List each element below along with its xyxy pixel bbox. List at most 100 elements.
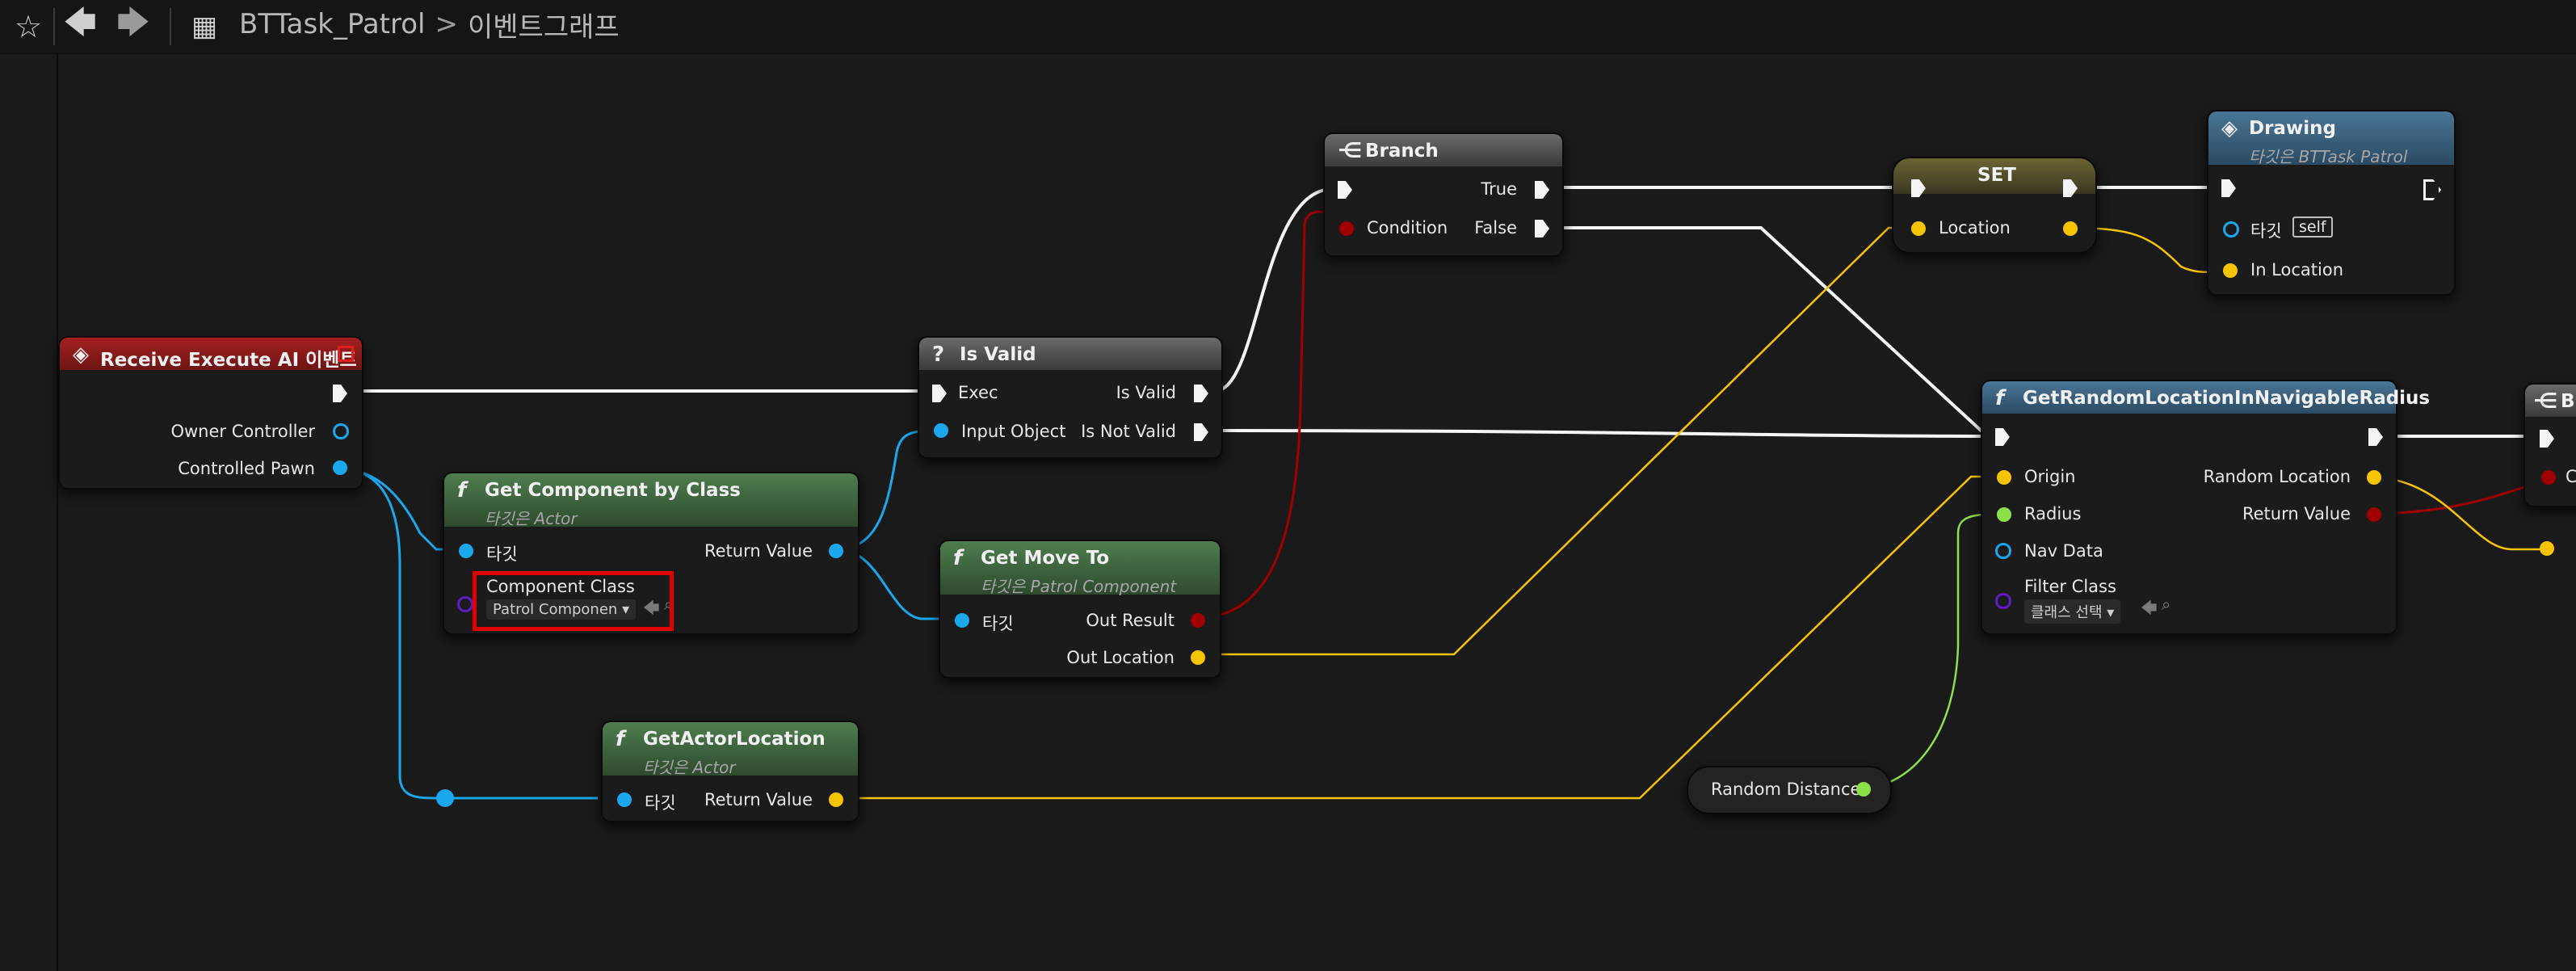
get-move-to-node[interactable]: f Get Move To 타깃은 Patrol Component 타깃 Ou… — [939, 540, 1221, 679]
toolbar-divider — [53, 8, 55, 45]
receive-execute-ai-node[interactable]: ◈ Receive Execute AI 이벤트 Owner Controlle… — [58, 336, 363, 490]
exec-input-pin[interactable] — [1995, 428, 2010, 446]
node-title: Receive Execute AI 이벤트 — [100, 350, 357, 371]
node-header[interactable]: ◈ Receive Execute AI 이벤트 — [60, 338, 362, 371]
exec-output-pin[interactable] — [2063, 179, 2078, 197]
component-class-pin[interactable] — [457, 596, 473, 612]
controlled-pawn-pin[interactable] — [333, 460, 347, 475]
input-object-pin[interactable] — [934, 423, 948, 438]
return-value-label: Return Value — [704, 541, 813, 561]
is-valid-node[interactable]: ? Is Valid Exec Is Valid Input Object Is… — [918, 336, 1223, 459]
return-value-pin[interactable] — [829, 544, 843, 558]
component-class-dropdown[interactable]: Patrol Componen ▾ — [486, 599, 637, 620]
true-exec-pin[interactable] — [1535, 181, 1549, 199]
node-header[interactable]: f GetRandomLocationInNavigableRadius — [1982, 381, 2430, 414]
node-header[interactable]: f Get Move To 타깃은 Patrol Component — [940, 541, 1220, 596]
exec-input-pin[interactable] — [1338, 181, 1352, 199]
exec-output-pin[interactable] — [2423, 179, 2441, 200]
owner-controller-pin[interactable] — [333, 423, 349, 439]
branch-node[interactable]: ⋲ Branch True Condition False — [1323, 132, 1564, 257]
exec-output-pin[interactable] — [2368, 428, 2383, 446]
in-location-pin[interactable] — [2223, 263, 2238, 278]
target-pin[interactable] — [2223, 221, 2239, 237]
condition-pin[interactable] — [1339, 221, 1354, 236]
drawing-node[interactable]: ◈ Drawing 타깃은 BTTask Patrol 타깃 self In L… — [2207, 110, 2456, 296]
nav-data-pin[interactable] — [1995, 543, 2011, 559]
random-distance-variable-node[interactable]: Random Distance — [1687, 766, 1892, 814]
branch-icon: ⋲ — [2533, 389, 2558, 414]
false-label: False — [1474, 218, 1517, 237]
target-label: 타깃 — [645, 793, 676, 813]
breadcrumb-separator: > — [435, 8, 459, 40]
filter-class-dropdown[interactable]: 클래스 선택 ▾ — [2024, 599, 2121, 624]
condition-label: Condition — [1367, 218, 1448, 237]
filter-class-pin[interactable] — [1995, 593, 2011, 609]
chevron-down-icon: ▾ — [2107, 604, 2115, 621]
use-selected-arrow-icon[interactable]: 🡄 — [643, 598, 660, 617]
function-icon: f — [457, 478, 467, 502]
component-class-value: Patrol Componen — [493, 601, 618, 618]
random-distance-pin[interactable] — [1856, 782, 1871, 797]
arrow-left-icon[interactable]: 🡄 — [63, 4, 97, 41]
node-subtitle: 타깃은 Patrol Component — [981, 577, 1177, 596]
exec-input-pin[interactable] — [2540, 430, 2554, 448]
node-header[interactable]: ◈ Drawing 타깃은 BTTask Patrol — [2208, 111, 2454, 166]
node-header[interactable]: f Get Component by Class 타깃은 Actor — [444, 473, 858, 528]
node-title: Is Valid — [960, 344, 1036, 365]
use-selected-arrow-icon[interactable]: 🡄 — [2141, 598, 2158, 617]
get-actor-location-node[interactable]: f GetActorLocation 타깃은 Actor 타깃 Return V… — [601, 721, 859, 822]
question-icon: ? — [932, 343, 945, 367]
out-location-pin[interactable] — [1191, 650, 1205, 665]
browse-search-icon[interactable]: ⌕ — [664, 595, 674, 614]
node-header[interactable]: ? Is Valid — [919, 338, 1221, 370]
out-result-pin[interactable] — [1191, 613, 1205, 628]
node-title: SET — [1977, 165, 2016, 186]
location-input-pin[interactable] — [1911, 221, 1926, 236]
radius-pin[interactable] — [1997, 507, 2011, 522]
target-pin[interactable] — [459, 544, 473, 558]
branch-icon: ⋲ — [1338, 139, 1363, 163]
is-valid-exec-pin[interactable] — [1194, 385, 1208, 402]
node-header[interactable]: f GetActorLocation 타깃은 Actor — [603, 722, 858, 777]
breadcrumb-parent[interactable]: BTTask_Patrol — [239, 8, 426, 40]
node-title: Get Move To — [981, 548, 1110, 569]
node-subtitle: 타깃은 Actor — [485, 509, 578, 528]
object-wire — [337, 467, 598, 800]
graph-left-border — [0, 53, 58, 971]
node-header[interactable]: ⋲ Branch — [1325, 134, 1562, 166]
filter-class-label: Filter Class — [2024, 577, 2116, 596]
random-location-pin[interactable] — [2367, 470, 2381, 485]
exec-output-pin[interactable] — [333, 385, 347, 402]
origin-pin[interactable] — [1997, 470, 2011, 485]
set-variable-node[interactable]: SET Location — [1892, 157, 2097, 254]
exec-input-pin[interactable] — [932, 385, 947, 402]
condition-pin[interactable] — [2541, 470, 2556, 485]
star-icon[interactable]: ☆ — [14, 9, 43, 44]
is-valid-label: Is Valid — [1116, 383, 1176, 402]
return-value-label: Return Value — [704, 790, 813, 809]
target-pin[interactable] — [617, 792, 632, 807]
function-icon: f — [953, 546, 963, 570]
vector-input-pin[interactable] — [2540, 541, 2554, 556]
node-header[interactable]: SET — [1893, 158, 2095, 194]
target-label: 타깃 — [982, 614, 1014, 633]
in-location-label: In Location — [2250, 260, 2343, 280]
location-output-pin[interactable] — [2063, 221, 2078, 236]
breadcrumb-current[interactable]: 이벤트그래프 — [468, 11, 620, 44]
exec-input-pin[interactable] — [2221, 179, 2236, 197]
target-pin[interactable] — [955, 613, 969, 628]
get-random-location-node[interactable]: f GetRandomLocationInNavigableRadius Ori… — [1981, 380, 2430, 635]
exec-wire — [1543, 226, 1989, 438]
exec-wire — [1211, 429, 1990, 438]
node-header[interactable]: ⋲ B — [2525, 385, 2576, 417]
is-not-valid-exec-pin[interactable] — [1194, 423, 1208, 441]
return-value-pin[interactable] — [829, 792, 843, 807]
arrow-right-icon[interactable]: 🡆 — [116, 4, 150, 41]
browse-search-icon[interactable]: ⌕ — [2162, 595, 2171, 614]
partial-branch-node[interactable]: ⋲ B C — [2523, 383, 2576, 507]
return-value-pin[interactable] — [2367, 507, 2381, 522]
get-component-by-class-node[interactable]: f Get Component by Class 타깃은 Actor 타깃 Re… — [443, 472, 859, 635]
false-exec-pin[interactable] — [1535, 220, 1549, 237]
exec-input-pin[interactable] — [1911, 179, 1926, 197]
